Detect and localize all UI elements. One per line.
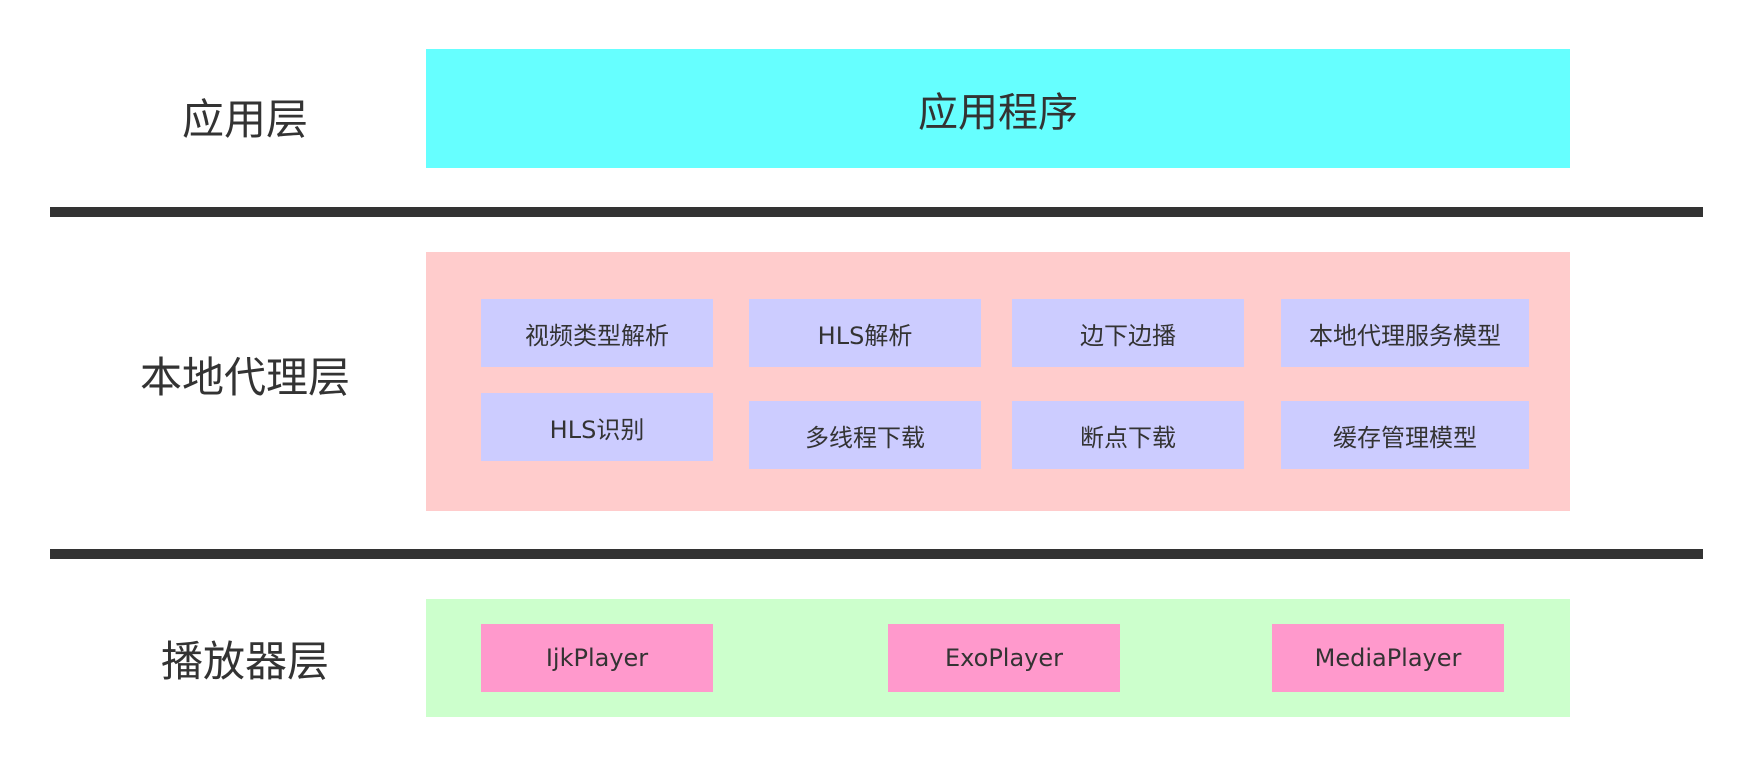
proxy-module-download-while-play: 边下边播: [1012, 299, 1244, 367]
app-layer-label: 应用层: [181, 95, 308, 144]
app-box-text: 应用程序: [918, 89, 1078, 136]
proxy-module-resume-download: 断点下载: [1012, 401, 1244, 469]
proxy-module-hls-parse: HLS解析: [749, 299, 981, 367]
proxy-module-local-proxy-service-model: 本地代理服务模型: [1281, 299, 1529, 367]
player-layer-label: 播放器层: [160, 637, 329, 686]
player-module-ijkplayer: IjkPlayer: [481, 624, 713, 692]
divider-bottom: [50, 549, 1703, 559]
proxy-module-video-type-parse: 视频类型解析: [481, 299, 713, 367]
player-module-mediaplayer: MediaPlayer: [1272, 624, 1504, 692]
divider-top: [50, 207, 1703, 217]
proxy-module-hls-detect: HLS识别: [481, 393, 713, 461]
proxy-module-cache-management-model: 缓存管理模型: [1281, 401, 1529, 469]
proxy-layer-box: [426, 252, 1570, 511]
proxy-layer-label: 本地代理层: [139, 353, 350, 402]
player-module-exoplayer: ExoPlayer: [888, 624, 1120, 692]
app-layer-box: 应用程序: [426, 49, 1570, 168]
proxy-module-multithread-download: 多线程下载: [749, 401, 981, 469]
